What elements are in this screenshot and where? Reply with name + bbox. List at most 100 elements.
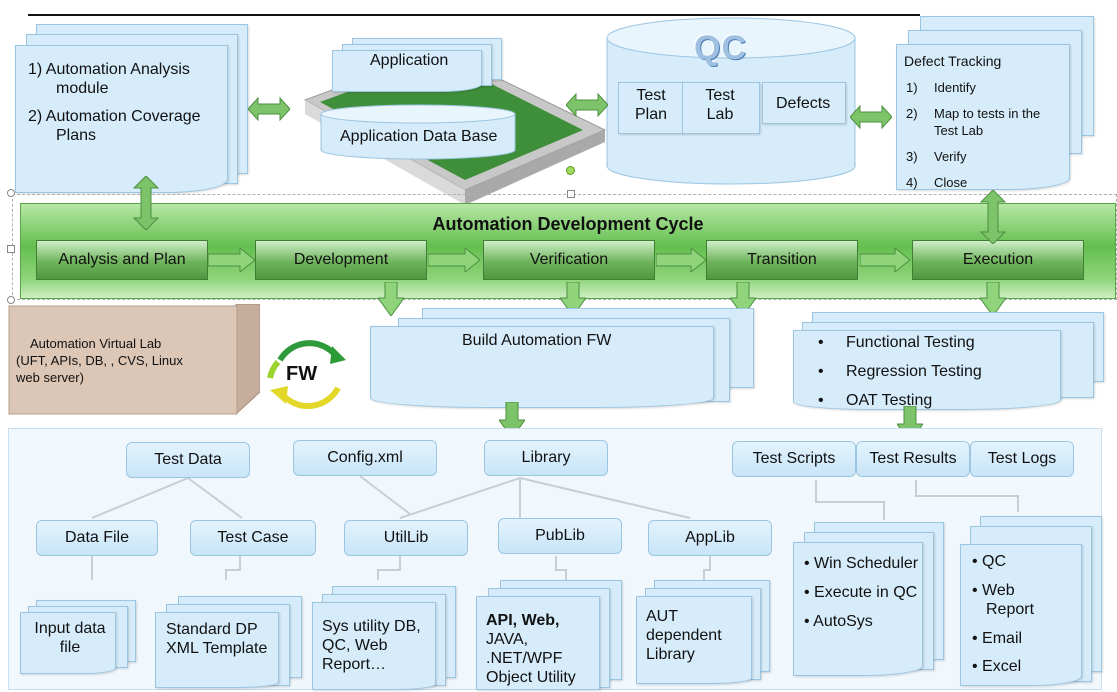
handle-left-bottom[interactable] — [7, 296, 15, 304]
stage-transition[interactable]: Transition — [706, 240, 858, 280]
test-scripts-box[interactable]: Test Scripts — [732, 441, 856, 477]
api-line2: JAVA, — [486, 631, 529, 648]
testing-item: OAT Testing — [818, 386, 982, 415]
stddp-doc — [155, 612, 279, 688]
stage-verification[interactable]: Verification — [483, 240, 655, 280]
qc-test-lab-box[interactable] — [682, 82, 760, 134]
top-rule — [28, 14, 920, 16]
report-doc — [960, 544, 1082, 686]
test-logs-box[interactable]: Test Logs — [970, 441, 1074, 477]
stage-execution[interactable]: Execution — [912, 240, 1084, 280]
defect-n4: 4) — [906, 175, 918, 190]
qc-test-lab: Test Lab — [705, 87, 735, 123]
qc-test-plan-box[interactable] — [618, 82, 684, 134]
qc-defects: Defects — [776, 95, 831, 112]
stage-arrow-2 — [428, 248, 480, 272]
publib-box[interactable]: PubLib — [498, 518, 622, 554]
testing-item: Regression Testing — [818, 357, 982, 386]
input-data-line1: Input data — [34, 620, 106, 637]
applib-box[interactable]: AppLib — [648, 520, 772, 556]
sched-item-3: • AutoSys — [804, 613, 873, 630]
sched-executeqc: Execute in QC — [814, 584, 918, 601]
qc-defects-box[interactable] — [762, 82, 846, 124]
report-web: Web — [982, 582, 1015, 599]
rotate-handle[interactable] — [566, 166, 575, 175]
vdouble-arrow-execution — [980, 190, 1006, 244]
report-item-qc: • QC — [972, 553, 1007, 570]
report-item-email: • Email — [972, 630, 1023, 647]
report-qc: QC — [982, 553, 1007, 570]
testing-functional: Functional Testing — [846, 334, 975, 351]
report-excel: Excel — [982, 658, 1022, 675]
down-arrow-verif — [560, 282, 586, 316]
stddp-line2: XML Template — [166, 640, 268, 657]
defect-n3: 3) — [906, 149, 918, 164]
analysis-item-2: 2) Automation Coverage — [28, 108, 201, 125]
defect-t2b: Test Lab — [934, 123, 984, 138]
double-arrow-qc-defect — [850, 104, 892, 130]
stage-arrow-1 — [208, 248, 255, 272]
aut-line2: dependent — [646, 627, 722, 644]
fw-doc — [370, 326, 714, 408]
defect-t2: Map to tests in the — [934, 106, 1041, 121]
stddp-line1: Standard DP — [166, 621, 258, 638]
aut-line3: Library — [646, 646, 695, 663]
testing-item: Functional Testing — [818, 328, 982, 357]
handle-left-mid[interactable] — [7, 245, 15, 253]
input-doc — [20, 612, 116, 674]
down-arrow-execution — [980, 282, 1006, 316]
analysis-item-1: 1) Automation Analysis — [28, 61, 190, 78]
defect-n1: 1) — [906, 80, 918, 95]
qc-logo: QC — [694, 29, 747, 67]
qc-test-plan: Test Plan — [634, 87, 668, 123]
top-handle[interactable] — [567, 190, 575, 198]
test-data-box[interactable]: Test Data — [126, 442, 250, 478]
double-arrow-analysis-app — [248, 96, 290, 122]
stage-development[interactable]: Development — [255, 240, 427, 280]
cycle-title: Automation Development Cycle — [432, 214, 704, 234]
report-item-web2: Report — [986, 601, 1035, 618]
sched-item-1: • Win Scheduler — [804, 555, 919, 572]
app-db-label: Application Data Base — [340, 128, 498, 145]
sched-autosys: AutoSys — [813, 613, 873, 630]
sysutil-line2: QC, Web — [322, 637, 388, 654]
application-label: Application — [370, 52, 449, 69]
defect-n2: 2) — [906, 106, 918, 121]
build-fw-label: Build Automation FW — [462, 332, 612, 349]
handle-left[interactable] — [7, 189, 15, 197]
aut-doc — [636, 596, 752, 684]
virtual-lab-box — [8, 304, 260, 416]
app-db-cylinder — [320, 104, 516, 160]
defect-t4: Close — [934, 175, 968, 190]
vdouble-arrow-analysis — [133, 176, 159, 230]
fw-cycle-icon — [267, 340, 346, 410]
utillib-box[interactable]: UtilLib — [344, 520, 468, 556]
test-results-box[interactable]: Test Results — [856, 441, 970, 477]
defect-title: Defect Tracking — [904, 53, 1002, 69]
report-email: Email — [982, 630, 1023, 647]
application-doc — [332, 50, 482, 92]
testing-list: Functional Testing Regression Testing OA… — [818, 328, 982, 415]
api-line4: Object Utility — [486, 669, 576, 686]
fw-label: FW — [286, 363, 318, 385]
stage-analysis[interactable]: Analysis and Plan — [36, 240, 208, 280]
stage-arrow-3 — [656, 248, 706, 272]
testing-regression: Regression Testing — [846, 363, 982, 380]
library-box[interactable]: Library — [484, 440, 608, 476]
sched-doc — [793, 542, 923, 676]
config-xml-box[interactable]: Config.xml — [293, 440, 437, 476]
double-arrow-app-qc — [566, 92, 608, 118]
testing-oat: OAT Testing — [846, 392, 933, 409]
sysutil-doc — [312, 602, 436, 690]
input-data-line2: file — [59, 639, 81, 656]
virtual-lab-line1: Automation Virtual Lab — [30, 336, 162, 351]
analysis-item-2b: Plans — [56, 127, 97, 144]
defect-t1: Identify — [934, 80, 976, 95]
test-case-box[interactable]: Test Case — [190, 520, 316, 556]
data-file-box[interactable]: Data File — [36, 520, 158, 556]
report-item-web: • Web — [972, 582, 1015, 599]
api-line3: .NET/WPF — [486, 650, 563, 667]
sched-winscheduler: Win Scheduler — [814, 555, 919, 572]
down-arrow-transition — [730, 282, 756, 316]
virtual-lab-line2: (UFT, APIs, DB, , CVS, Linux — [16, 353, 183, 368]
